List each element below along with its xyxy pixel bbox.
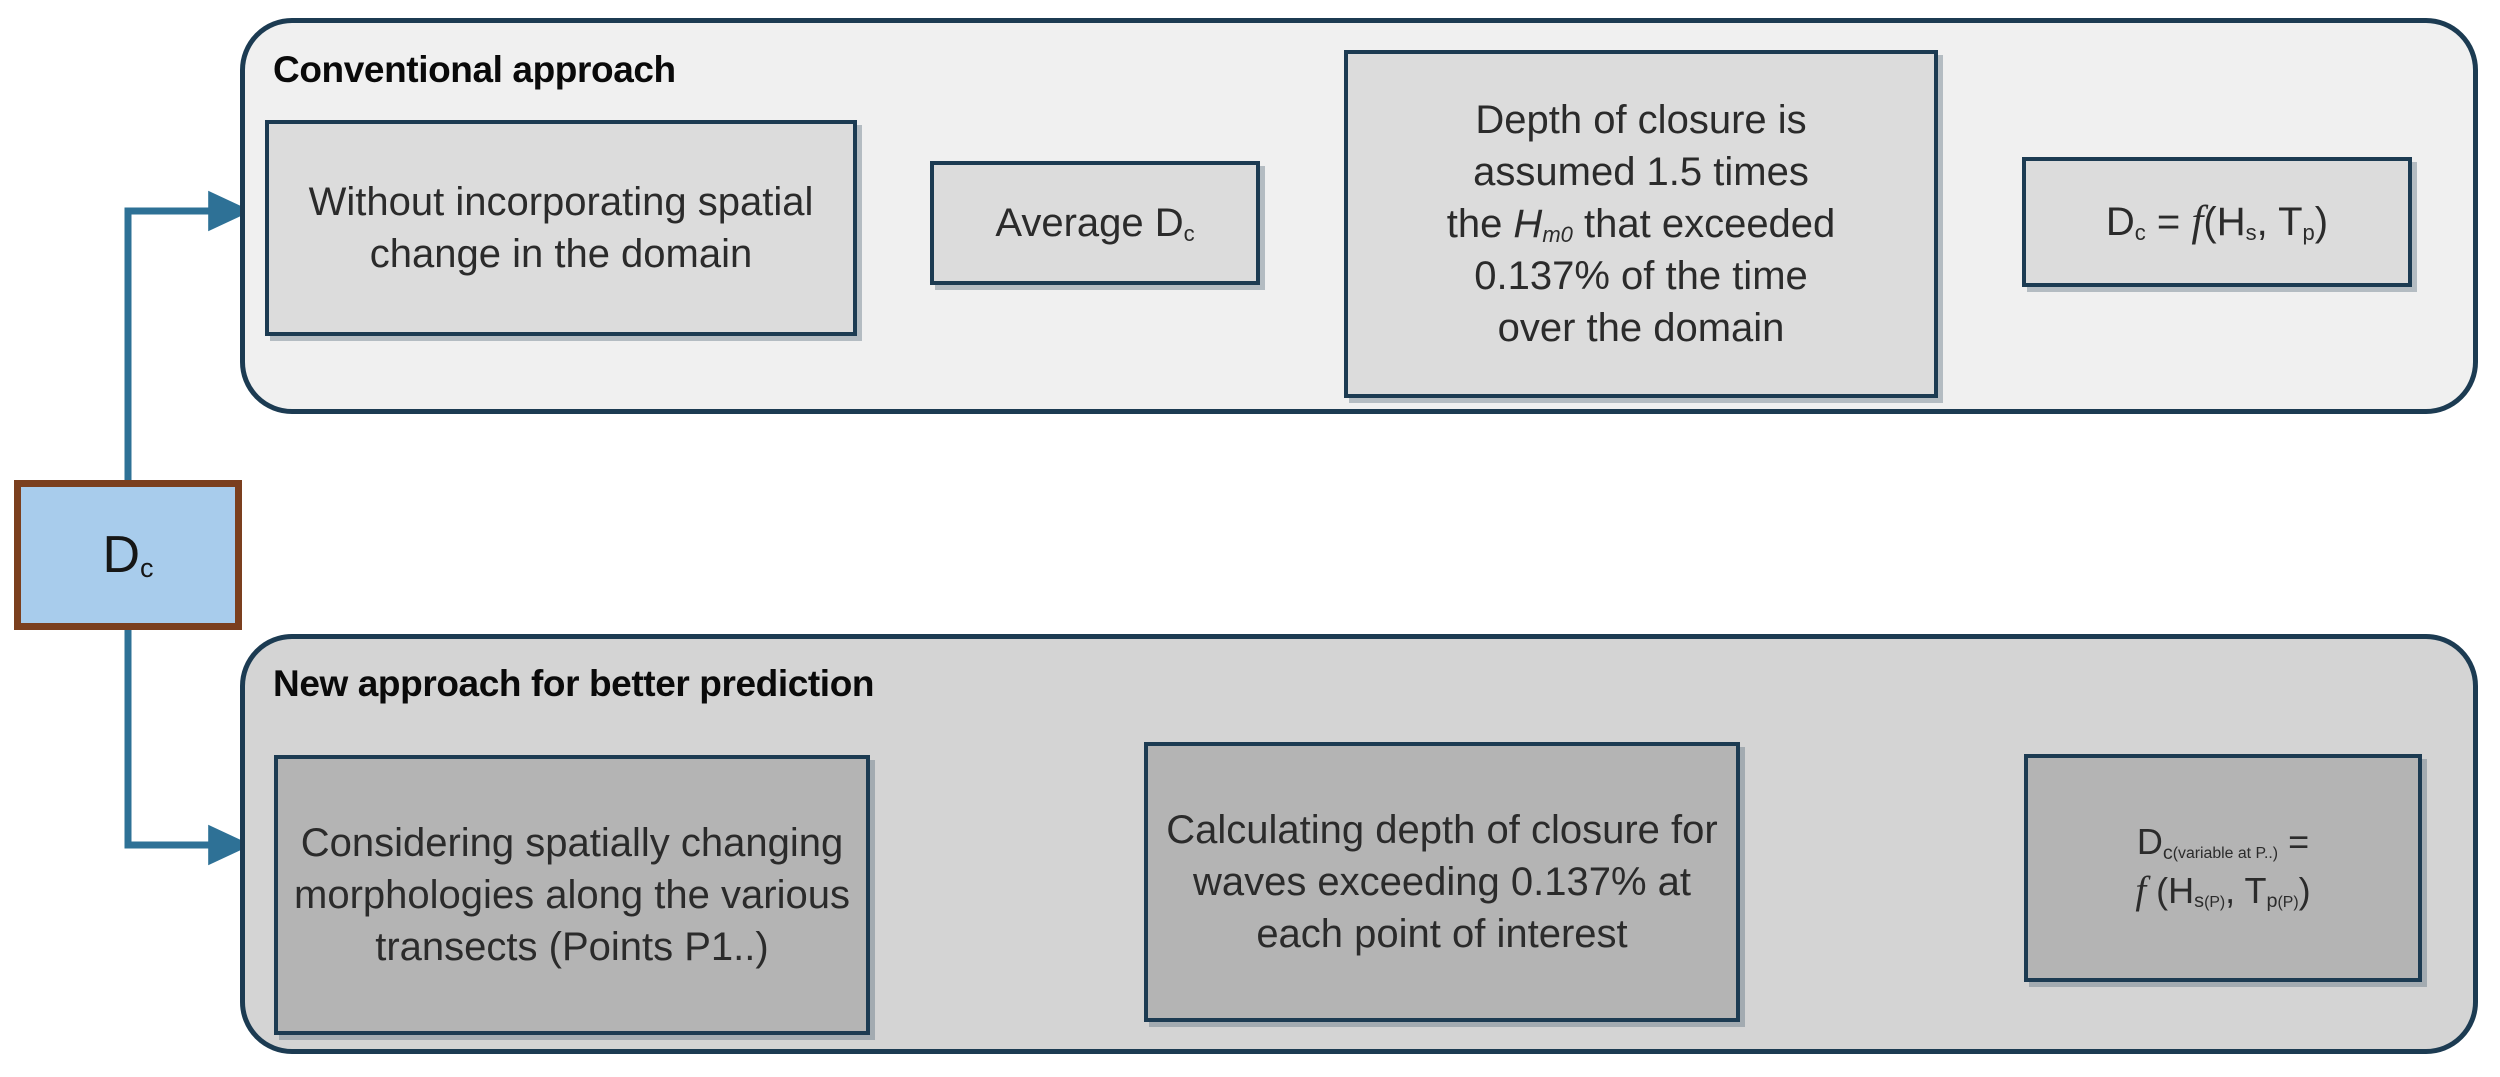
- step-calculating-depth[interactable]: Calculating depth of closure for waves e…: [1144, 742, 1740, 1022]
- step-considering-spatially-label: Considering spatially changing morpholog…: [294, 821, 850, 969]
- step-formula-new-approach[interactable]: Dc(variable at P..) = f (Hs(P), Tp(P)): [2024, 754, 2422, 982]
- step-without-incorporating-label: Without incorporating spatial change in …: [308, 180, 814, 276]
- step-formula-new-approach-label: Dc(variable at P..) = f (Hs(P), Tp(P)): [2121, 819, 2324, 916]
- depth-line-5: over the domain: [1497, 306, 1785, 350]
- group-title-conventional: Conventional approach: [273, 49, 676, 90]
- formula-new-line-1: Dc(variable at P..) =: [2136, 821, 2310, 864]
- step-average-dc[interactable]: Average Dc: [930, 161, 1260, 285]
- step-depth-of-closure[interactable]: Depth of closure is assumed 1.5 times th…: [1344, 50, 1938, 398]
- step-calculating-depth-label: Calculating depth of closure for waves e…: [1166, 808, 1718, 956]
- source-node-label: Dc: [102, 526, 154, 584]
- step-formula-conventional-label: Dc = f(Hs, Tp): [2105, 197, 2329, 245]
- step-depth-of-closure-label: Depth of closure is assumed 1.5 times th…: [1433, 94, 1850, 354]
- step-considering-spatially[interactable]: Considering spatially changing morpholog…: [274, 755, 870, 1035]
- depth-line-2: assumed 1.5 times: [1473, 150, 1809, 194]
- step-average-dc-label: Average Dc: [995, 201, 1195, 246]
- group-title-new-approach: New approach for better prediction: [273, 663, 875, 704]
- source-node-dc[interactable]: Dc: [14, 480, 242, 630]
- formula-new-line-2: f (Hs(P), Tp(P)): [2135, 869, 2311, 913]
- step-without-incorporating[interactable]: Without incorporating spatial change in …: [265, 120, 857, 336]
- depth-line-4: 0.137% of the time: [1474, 254, 1808, 298]
- depth-line-1: Depth of closure is: [1475, 98, 1807, 142]
- depth-line-3: the Hm0 that exceeded: [1446, 202, 1836, 247]
- step-formula-conventional[interactable]: Dc = f(Hs, Tp): [2022, 157, 2412, 287]
